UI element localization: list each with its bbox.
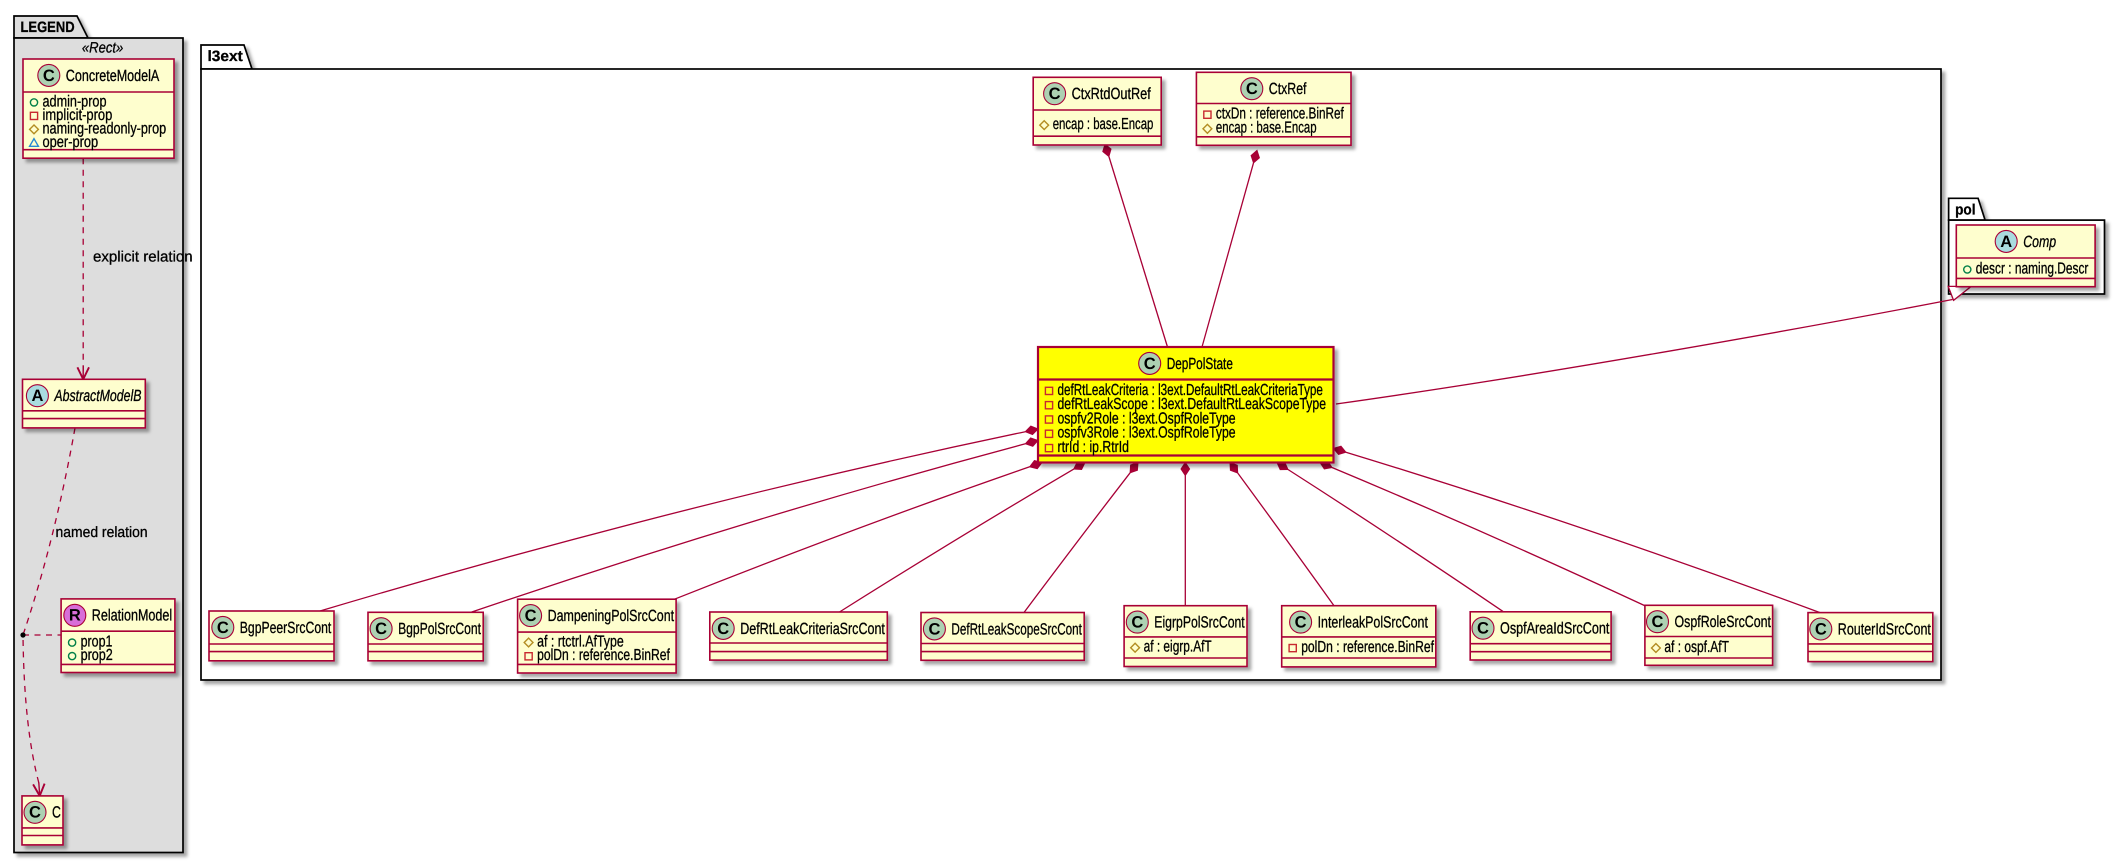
svg-text:explicit relation: explicit relation — [93, 249, 193, 266]
svg-text:ospfv2Role : l3ext.OspfRoleTyp: ospfv2Role : l3ext.OspfRoleType — [1058, 410, 1236, 427]
svg-text:LEGEND: LEGEND — [21, 19, 75, 36]
svg-text:A: A — [31, 387, 43, 405]
svg-text:BgpPeerSrcCont: BgpPeerSrcCont — [240, 619, 332, 637]
svg-text:named relation: named relation — [56, 524, 148, 541]
svg-text:admin-prop: admin-prop — [43, 93, 107, 110]
svg-text:Comp: Comp — [2023, 233, 2056, 251]
svg-text:ospfv3Role : l3ext.OspfRoleTyp: ospfv3Role : l3ext.OspfRoleType — [1058, 425, 1236, 442]
svg-text:C: C — [375, 620, 387, 638]
svg-text:C: C — [1144, 355, 1156, 373]
svg-text:DampeningPolSrcCont: DampeningPolSrcCont — [548, 607, 675, 625]
svg-text:polDn : reference.BinRef: polDn : reference.BinRef — [1301, 639, 1434, 656]
svg-text:AbstractModelB: AbstractModelB — [54, 387, 142, 405]
svg-text:«Rect»: «Rect» — [82, 40, 123, 57]
svg-text:ctxDn : reference.BinRef: ctxDn : reference.BinRef — [1216, 106, 1344, 123]
svg-text:A: A — [2000, 233, 2012, 251]
svg-text:R: R — [69, 607, 81, 625]
svg-text:l3ext: l3ext — [208, 48, 243, 65]
svg-text:defRtLeakScope : l3ext.Default: defRtLeakScope : l3ext.DefaultRtLeakScop… — [1058, 396, 1327, 413]
svg-text:BgpPolSrcCont: BgpPolSrcCont — [398, 620, 481, 638]
svg-text:C: C — [52, 804, 61, 822]
svg-text:naming-readonly-prop: naming-readonly-prop — [43, 120, 167, 137]
svg-text:C: C — [525, 607, 537, 625]
svg-text:CtxRef: CtxRef — [1269, 80, 1307, 98]
svg-text:implicit-prop: implicit-prop — [43, 107, 113, 124]
svg-text:OspfRoleSrcCont: OspfRoleSrcCont — [1675, 613, 1772, 631]
svg-text:C: C — [1652, 613, 1664, 631]
svg-text:C: C — [928, 620, 940, 638]
svg-text:rtrId : ip.RtrId: rtrId : ip.RtrId — [1058, 439, 1129, 456]
svg-text:prop1: prop1 — [81, 634, 113, 651]
svg-text:DepPolState: DepPolState — [1167, 355, 1233, 373]
svg-text:C: C — [1131, 614, 1143, 632]
svg-text:af : eigrp.AfT: af : eigrp.AfT — [1144, 639, 1212, 656]
svg-text:encap : base.Encap: encap : base.Encap — [1053, 116, 1154, 133]
svg-text:C: C — [1049, 85, 1061, 103]
svg-text:oper-prop: oper-prop — [43, 134, 99, 151]
svg-text:pol: pol — [1955, 202, 1975, 219]
svg-text:InterleakPolSrcCont: InterleakPolSrcCont — [1318, 614, 1429, 632]
svg-text:C: C — [1246, 80, 1258, 98]
svg-text:C: C — [217, 619, 229, 637]
svg-text:CtxRtdOutRef: CtxRtdOutRef — [1072, 85, 1152, 103]
svg-text:C: C — [43, 67, 55, 85]
svg-text:C: C — [1477, 620, 1489, 638]
svg-text:polDn : reference.BinRef: polDn : reference.BinRef — [537, 647, 670, 664]
svg-text:defRtLeakCriteria : l3ext.Defa: defRtLeakCriteria : l3ext.DefaultRtLeakC… — [1058, 382, 1323, 399]
svg-text:af : ospf.AfT: af : ospf.AfT — [1664, 639, 1729, 656]
svg-text:EigrpPolSrcCont: EigrpPolSrcCont — [1154, 614, 1245, 632]
svg-text:OspfAreaIdSrcCont: OspfAreaIdSrcCont — [1500, 620, 1610, 638]
svg-text:C: C — [29, 804, 41, 822]
svg-text:RouterIdSrcCont: RouterIdSrcCont — [1838, 620, 1931, 638]
svg-text:C: C — [1815, 620, 1827, 638]
svg-text:C: C — [1295, 614, 1307, 632]
svg-text:af : rtctrl.AfType: af : rtctrl.AfType — [537, 633, 624, 650]
svg-text:DefRtLeakScopeSrcCont: DefRtLeakScopeSrcCont — [951, 620, 1082, 638]
svg-text:prop2: prop2 — [81, 647, 113, 664]
svg-text:encap : base.Encap: encap : base.Encap — [1216, 120, 1317, 137]
svg-text:ConcreteModelA: ConcreteModelA — [66, 67, 160, 85]
svg-text:DefRtLeakCriteriaSrcCont: DefRtLeakCriteriaSrcCont — [740, 620, 885, 638]
svg-text:RelationModel: RelationModel — [92, 607, 172, 625]
svg-text:descr : naming.Descr: descr : naming.Descr — [1976, 260, 2089, 277]
svg-text:C: C — [717, 620, 729, 638]
